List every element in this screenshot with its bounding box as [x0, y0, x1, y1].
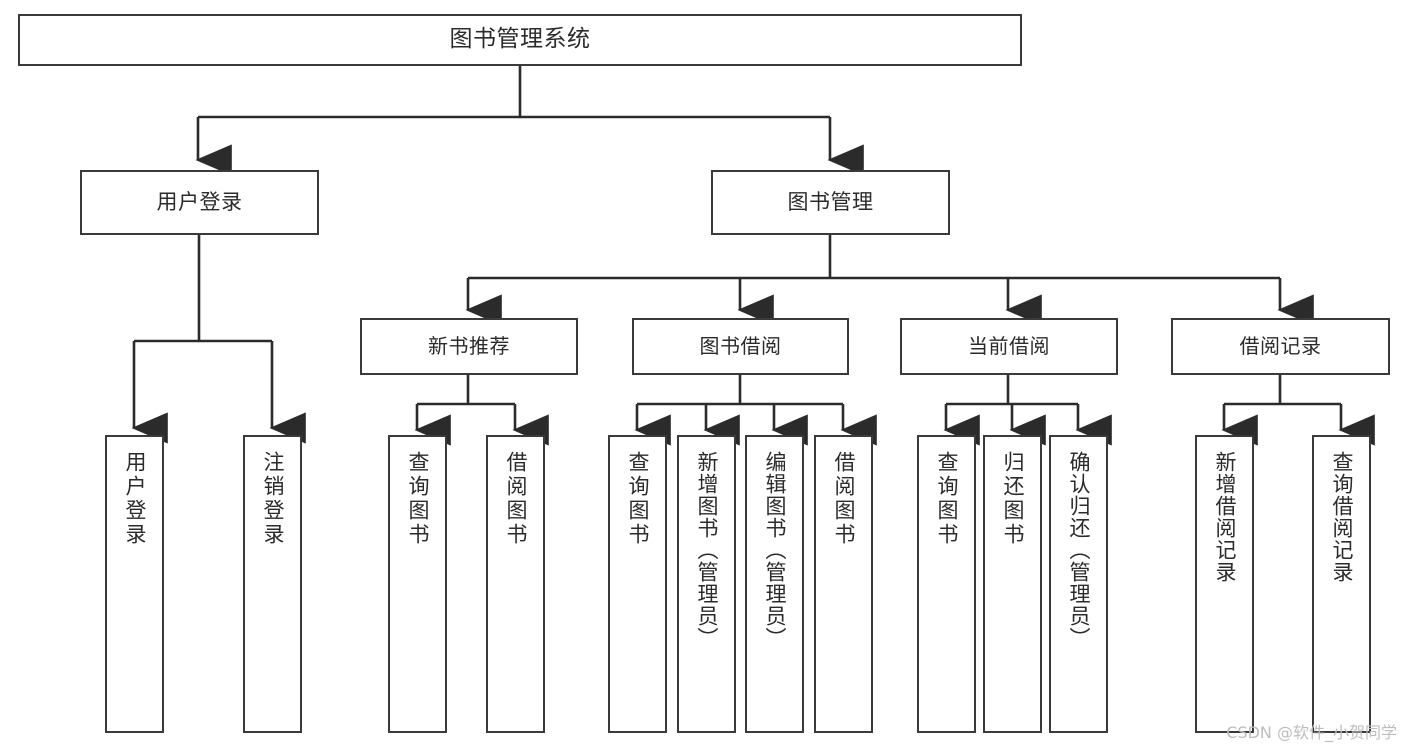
node-current-borrow[interactable]: 当前借阅: [900, 318, 1118, 375]
leaf-add-book-admin[interactable]: 新增图书（管理员）: [677, 435, 736, 733]
node-label: 用户登录: [156, 190, 243, 215]
node-borrow-record[interactable]: 借阅记录: [1171, 318, 1390, 375]
leaf-query-book-recommend[interactable]: 查询图书: [388, 435, 447, 733]
node-label: 注销登录: [261, 451, 285, 547]
leaf-add-borrow-record[interactable]: 新增借阅记录: [1195, 435, 1254, 733]
node-book-management[interactable]: 图书管理: [711, 170, 950, 235]
node-label: 查询图书: [626, 451, 650, 547]
node-label: 借阅图书: [504, 451, 528, 547]
node-root-system[interactable]: 图书管理系统: [18, 14, 1022, 66]
node-label: 借阅图书: [832, 451, 856, 547]
leaf-borrow-book[interactable]: 借阅图书: [814, 435, 873, 733]
watermark-text: CSDN @软件_小贺同学: [1226, 723, 1397, 742]
node-label: 新增借阅记录: [1213, 451, 1237, 583]
node-user-login[interactable]: 用户登录: [80, 170, 319, 235]
leaf-logout-login[interactable]: 注销登录: [243, 435, 302, 733]
leaf-borrow-book-recommend[interactable]: 借阅图书: [486, 435, 545, 733]
node-label: 用户登录: [123, 451, 147, 547]
node-label: 图书管理系统: [449, 26, 591, 53]
node-label: 图书管理: [787, 190, 874, 215]
node-book-borrow[interactable]: 图书借阅: [632, 318, 849, 375]
leaf-query-book-borrow[interactable]: 查询图书: [608, 435, 667, 733]
node-label: 编辑图书（管理员）: [763, 451, 787, 649]
node-new-book-recommend[interactable]: 新书推荐: [360, 318, 578, 375]
leaf-return-book[interactable]: 归还图书: [983, 435, 1042, 733]
leaf-query-book-current[interactable]: 查询图书: [917, 435, 976, 733]
leaf-query-borrow-record[interactable]: 查询借阅记录: [1312, 435, 1371, 733]
node-label: 确认归还（管理员）: [1067, 451, 1091, 649]
node-label: 查询图书: [935, 451, 959, 547]
node-label: 图书借阅: [699, 333, 782, 358]
node-label: 查询借阅记录: [1330, 451, 1354, 583]
leaf-edit-book-admin[interactable]: 编辑图书（管理员）: [745, 435, 804, 733]
node-label: 新书推荐: [428, 333, 510, 358]
leaf-user-login[interactable]: 用户登录: [105, 435, 164, 733]
node-label: 新增图书（管理员）: [695, 451, 719, 649]
node-label: 借阅记录: [1239, 333, 1322, 358]
node-label: 当前借阅: [968, 333, 1050, 358]
leaf-confirm-return-admin[interactable]: 确认归还（管理员）: [1049, 435, 1108, 733]
node-label: 查询图书: [406, 451, 430, 547]
node-label: 归还图书: [1001, 451, 1025, 547]
